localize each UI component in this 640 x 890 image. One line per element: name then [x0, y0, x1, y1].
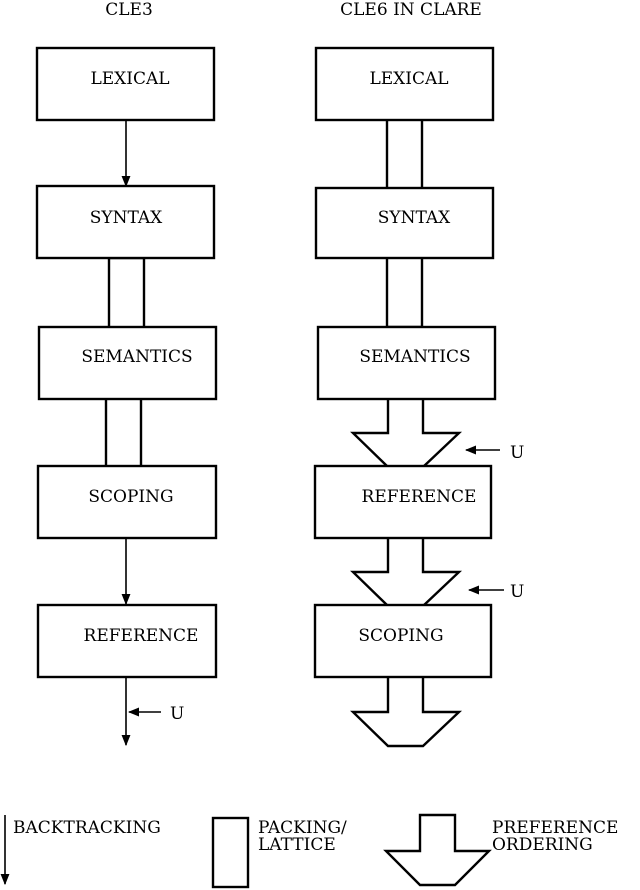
left-stage-semantics: SEMANTICS	[37, 325, 218, 401]
legend-packing-label-line2: LATTICE	[258, 835, 336, 855]
stage-label: SEMANTICS	[81, 347, 192, 367]
stage-label: SYNTAX	[378, 208, 451, 228]
stage-label: LEXICAL	[369, 69, 448, 89]
input-marker-right-2: U	[510, 582, 524, 602]
stage-label: REFERENCE	[84, 626, 199, 646]
legend-packing-label-line1: PACKING/	[258, 818, 347, 838]
right-stage-reference: REFERENCE	[313, 464, 493, 540]
legend-preference-ordering-symbol	[383, 813, 492, 887]
input-marker-left: U	[170, 704, 184, 724]
stage-label: SEMANTICS	[359, 347, 470, 367]
stage-label: REFERENCE	[362, 487, 477, 507]
right-stage-lexical: LEXICAL	[314, 46, 495, 122]
preference-ordering-reference-scoping	[350, 534, 463, 608]
legend-packing-lattice-symbol	[211, 816, 250, 889]
packing-lattice-semantics-scoping	[104, 396, 143, 470]
stage-label: SCOPING	[358, 626, 443, 646]
right-stage-semantics: SEMANTICS	[316, 325, 497, 401]
left-column-title: CLE3	[105, 0, 153, 20]
right-stage-syntax: SYNTAX	[314, 186, 495, 260]
right-column-title: CLE6 IN CLARE	[340, 0, 482, 20]
legend: BACKTRACKING PACKING/ LATTICE PREFERENCE…	[0, 813, 618, 889]
left-stage-syntax: SYNTAX	[35, 184, 216, 260]
left-stage-scoping: SCOPING	[36, 464, 218, 540]
preference-ordering-semantics-reference	[350, 395, 463, 469]
legend-preference-label-line1: PREFERENCE	[492, 818, 618, 838]
left-stage-lexical: LEXICAL	[35, 46, 216, 122]
stage-label: SYNTAX	[90, 208, 163, 228]
stage-label: SCOPING	[88, 487, 173, 507]
packing-lattice-syntax-semantics	[107, 256, 146, 330]
preference-ordering-output	[350, 674, 463, 748]
packing-lattice-syntax-semantics-right	[385, 255, 424, 329]
stage-label: LEXICAL	[90, 69, 169, 89]
left-stage-reference: REFERENCE	[36, 603, 218, 679]
packing-lattice-lexical-syntax	[385, 117, 424, 191]
input-marker-right-1: U	[510, 443, 524, 463]
legend-backtracking-label: BACKTRACKING	[13, 818, 161, 838]
right-stage-scoping: SCOPING	[313, 603, 493, 679]
legend-preference-label-line2: ORDERING	[492, 835, 593, 855]
